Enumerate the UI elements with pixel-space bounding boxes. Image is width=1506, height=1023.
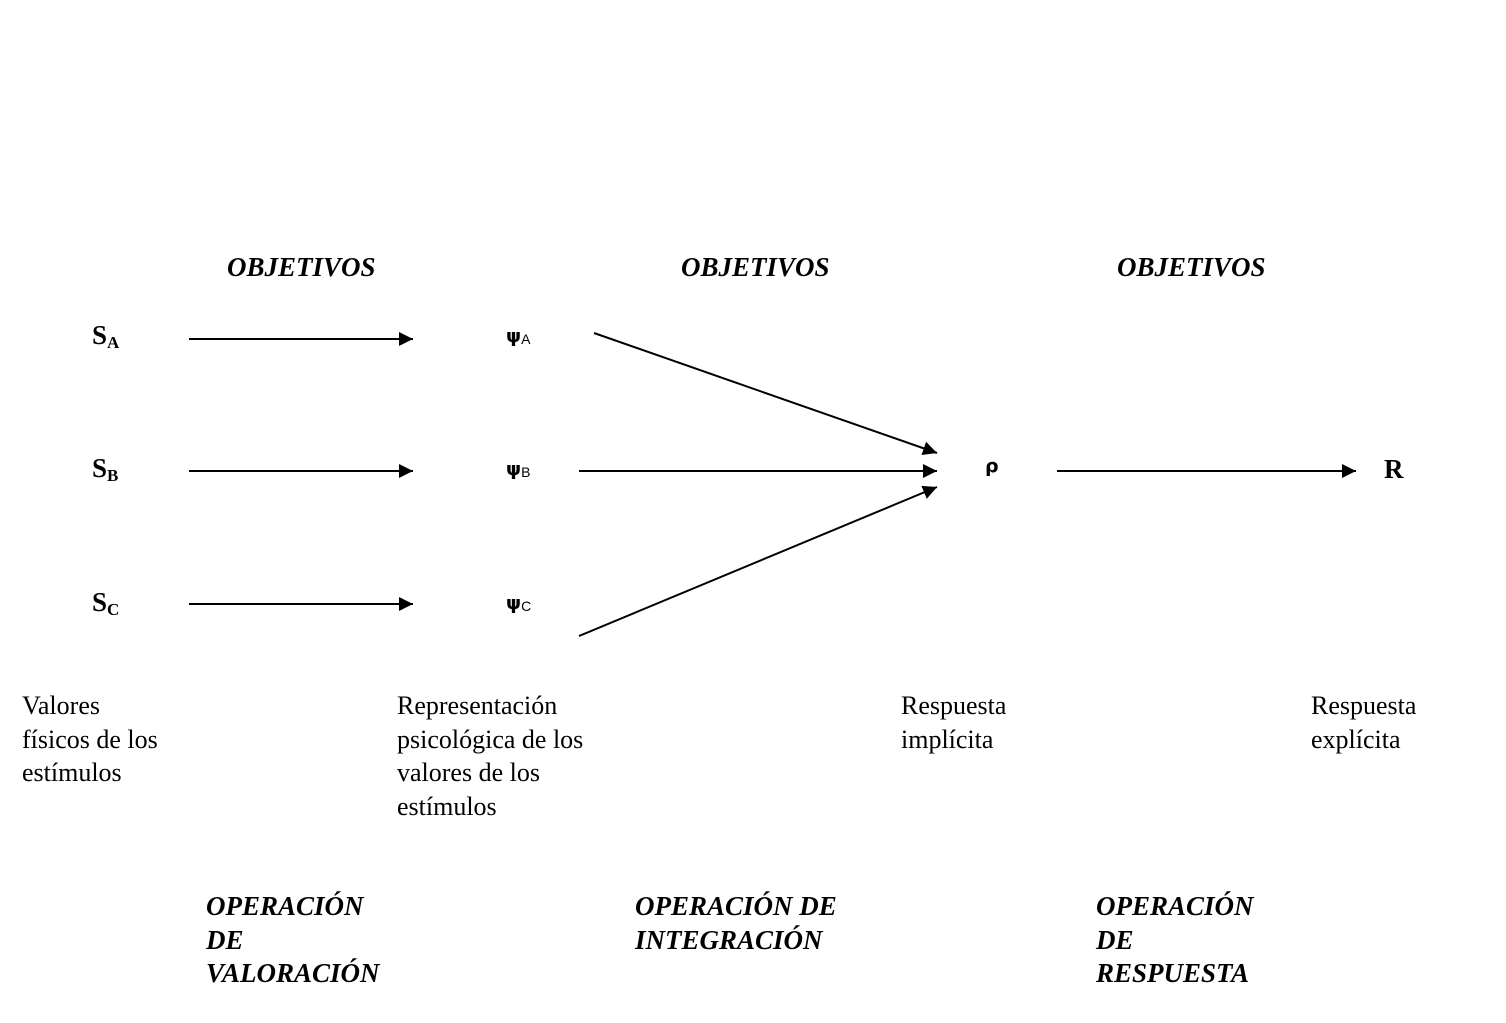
- header-objetivos-3: OBJETIVOS: [1117, 252, 1266, 282]
- stimulus-b: SB: [92, 453, 119, 485]
- description-psychological-line: estímulos: [397, 791, 497, 821]
- description-implicit-line: Respuesta: [901, 691, 1007, 720]
- header-objetivos-2: OBJETIVOS: [681, 252, 830, 282]
- header-objetivos-1: OBJETIVOS: [227, 252, 376, 282]
- stimulus-c-sub: C: [107, 600, 120, 619]
- description-explicit-line: Respuesta: [1311, 691, 1417, 720]
- psi-c-base: ψ: [506, 592, 522, 614]
- operation-integration: OPERACIÓN DE INTEGRACIÓN: [635, 890, 837, 957]
- psi-b: ψB: [506, 458, 530, 480]
- psi-b-base: ψ: [506, 458, 522, 480]
- operation-valuation-line: DE: [206, 924, 244, 955]
- stimulus-a-base: S: [92, 320, 108, 350]
- arrow-psia-to-rho: [593, 332, 938, 455]
- operation-response-line: DE: [1096, 924, 1134, 955]
- operation-valuation-line: VALORACIÓN: [206, 958, 380, 988]
- explicit-response-node: R: [1384, 454, 1404, 484]
- stimulus-a: SA: [92, 320, 120, 352]
- psi-a-sub: A: [521, 331, 531, 347]
- operation-response-line: RESPUESTA: [1096, 958, 1250, 988]
- psi-a: ψA: [506, 325, 530, 347]
- description-physical-line: físicos de los: [22, 724, 158, 754]
- psi-a-base: ψ: [506, 325, 522, 347]
- operation-integration-line: INTEGRACIÓN: [635, 924, 823, 955]
- stimulus-b-sub: B: [107, 466, 119, 485]
- description-psychological-line: valores de los: [397, 758, 540, 787]
- operation-response-line: OPERACIÓN: [1096, 891, 1254, 921]
- psi-b-sub: B: [521, 464, 531, 480]
- description-psychological-representation: Representación psicológica de los valore…: [397, 689, 583, 823]
- operation-valuation: OPERACIÓN DE VALORACIÓN: [206, 890, 380, 991]
- operation-integration-line: OPERACIÓN DE: [635, 891, 837, 921]
- description-physical-line: Valores: [22, 691, 100, 720]
- implicit-response-node: ρ: [985, 455, 999, 477]
- description-physical-line: estímulos: [22, 758, 122, 787]
- operation-valuation-line: OPERACIÓN: [206, 891, 364, 921]
- description-physical-values: Valores físicos de los estímulos: [22, 689, 158, 790]
- description-explicit-response: Respuesta explícita: [1311, 689, 1416, 756]
- psi-c-sub: C: [521, 598, 532, 614]
- description-psychological-line: Representación: [397, 691, 558, 720]
- stimulus-b-base: S: [92, 453, 108, 483]
- arrow-psic-to-rho: [578, 485, 938, 637]
- description-psychological-line: psicológica de los: [397, 724, 584, 754]
- description-implicit-line: implícita: [901, 724, 994, 754]
- stimulus-a-sub: A: [107, 333, 120, 352]
- operation-response: OPERACIÓN DE RESPUESTA: [1096, 890, 1254, 991]
- description-explicit-line: explícita: [1311, 724, 1401, 754]
- stimulus-c: SC: [92, 587, 120, 619]
- description-implicit-response: Respuesta implícita: [901, 689, 1006, 756]
- psi-c: ψC: [506, 592, 531, 614]
- stimulus-c-base: S: [92, 587, 108, 617]
